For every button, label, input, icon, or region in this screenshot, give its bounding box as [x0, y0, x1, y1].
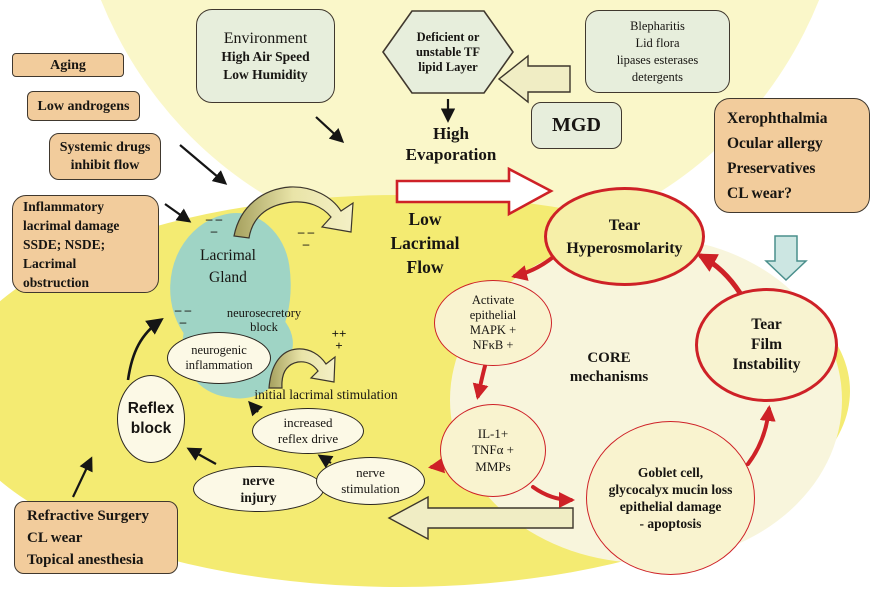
arrow-refractive-to-reflex-icon: [72, 456, 93, 498]
minus-marks-neurosecretory: – – –: [174, 302, 192, 329]
il1-tnf-mmps-node: IL-1+ TNFα + MMPs: [440, 404, 546, 497]
arrow-goblet-to-nerve-icon: [387, 495, 574, 541]
high-evaporation-label: High Evaporation: [405, 124, 497, 164]
low-lacrimal-flow-label: Low Lacrimal Flow: [390, 209, 460, 277]
increased-reflex-drive-node: increased reflex drive: [252, 408, 364, 454]
arrow-xerophthalmia-down-icon: [764, 235, 808, 282]
minus-marks-gland-right: – – –: [297, 224, 315, 251]
arrow-blepharitis-to-lipid-icon: [497, 54, 571, 104]
initial-lacrimal-stimulation-label: initial lacrimal stimulation: [254, 387, 398, 402]
blepharitis-box: Blepharitis Lid flora lipases esterases …: [585, 10, 730, 93]
low-androgens-box: Low androgens: [27, 91, 140, 121]
goblet-cell-node: Goblet cell, glycocalyx mucin loss epith…: [586, 421, 755, 575]
nerve-stimulation-node: nerve stimulation: [316, 457, 425, 505]
tear-film-instability-node: Tear Film Instability: [695, 288, 838, 402]
arrow-systemic-drugs-icon: [179, 144, 228, 185]
nerve-injury-node: nerve injury: [193, 466, 324, 512]
arch-arrow-gland-outflow-icon: [233, 186, 354, 239]
refractive-surgery-box: Refractive Surgery CL wear Topical anest…: [14, 501, 178, 574]
arrow-stimulation-to-reflex-drive-icon: [317, 454, 334, 469]
arrow-instability-to-hyperosmolarity-icon: [696, 253, 743, 296]
tear-hyperosmolarity-node: Tear Hyperosmolarity: [544, 187, 705, 286]
neurosecretory-block-label: neurosecretory block: [226, 306, 302, 334]
core-mechanisms-label: CORE mechanisms: [569, 350, 649, 385]
environment-box: Environment High Air Speed Low Humidity: [196, 9, 335, 103]
arrow-inflammatory-icon: [164, 203, 192, 223]
arrow-activate-to-il1-icon: [472, 364, 489, 400]
inflammatory-box: Inflammatory lacrimal damage SSDE; NSDE;…: [12, 195, 159, 293]
arrow-environment-icon: [315, 116, 345, 143]
minus-marks-gland-top: – – –: [205, 211, 223, 238]
reflex-block-node: Reflex block: [117, 375, 185, 463]
arrow-reflex-block-to-gland-icon: [126, 318, 164, 381]
mgd-box: MGD: [531, 102, 622, 149]
arrow-reflex-drive-to-initial-icon: [248, 400, 263, 417]
aging-box: Aging: [12, 53, 124, 77]
systemic-drugs-box: Systemic drugs inhibit flow: [49, 133, 161, 180]
plus-marks-stimulation: ++ +: [331, 326, 347, 353]
arrow-injury-to-reflex-icon: [186, 447, 217, 465]
neurogenic-inflammation-node: neurogenic inflammation: [167, 332, 271, 384]
arrow-goblet-to-instability-icon: [746, 405, 776, 466]
arrow-evaporation-to-hyperosmolarity-icon: [395, 166, 554, 217]
xerophthalmia-box: Xerophthalmia Ocular allergy Preservativ…: [714, 98, 870, 213]
deficient-lipid-label: Deficient or unstable TF lipid Layer: [415, 30, 481, 74]
lacrimal-gland-label: Lacrimal Gland: [200, 247, 256, 286]
environment-title: Environment: [223, 29, 308, 47]
deficient-lipid-hexagon: [382, 10, 514, 94]
arrow-il1-to-goblet-icon: [531, 485, 575, 508]
environment-lines: High Air Speed Low Humidity: [221, 48, 310, 82]
arch-arrow-lacrimal-stimulation-icon: [268, 348, 336, 389]
activate-epithelial-node: Activate epithelial MAPK + NFκB +: [434, 280, 552, 366]
